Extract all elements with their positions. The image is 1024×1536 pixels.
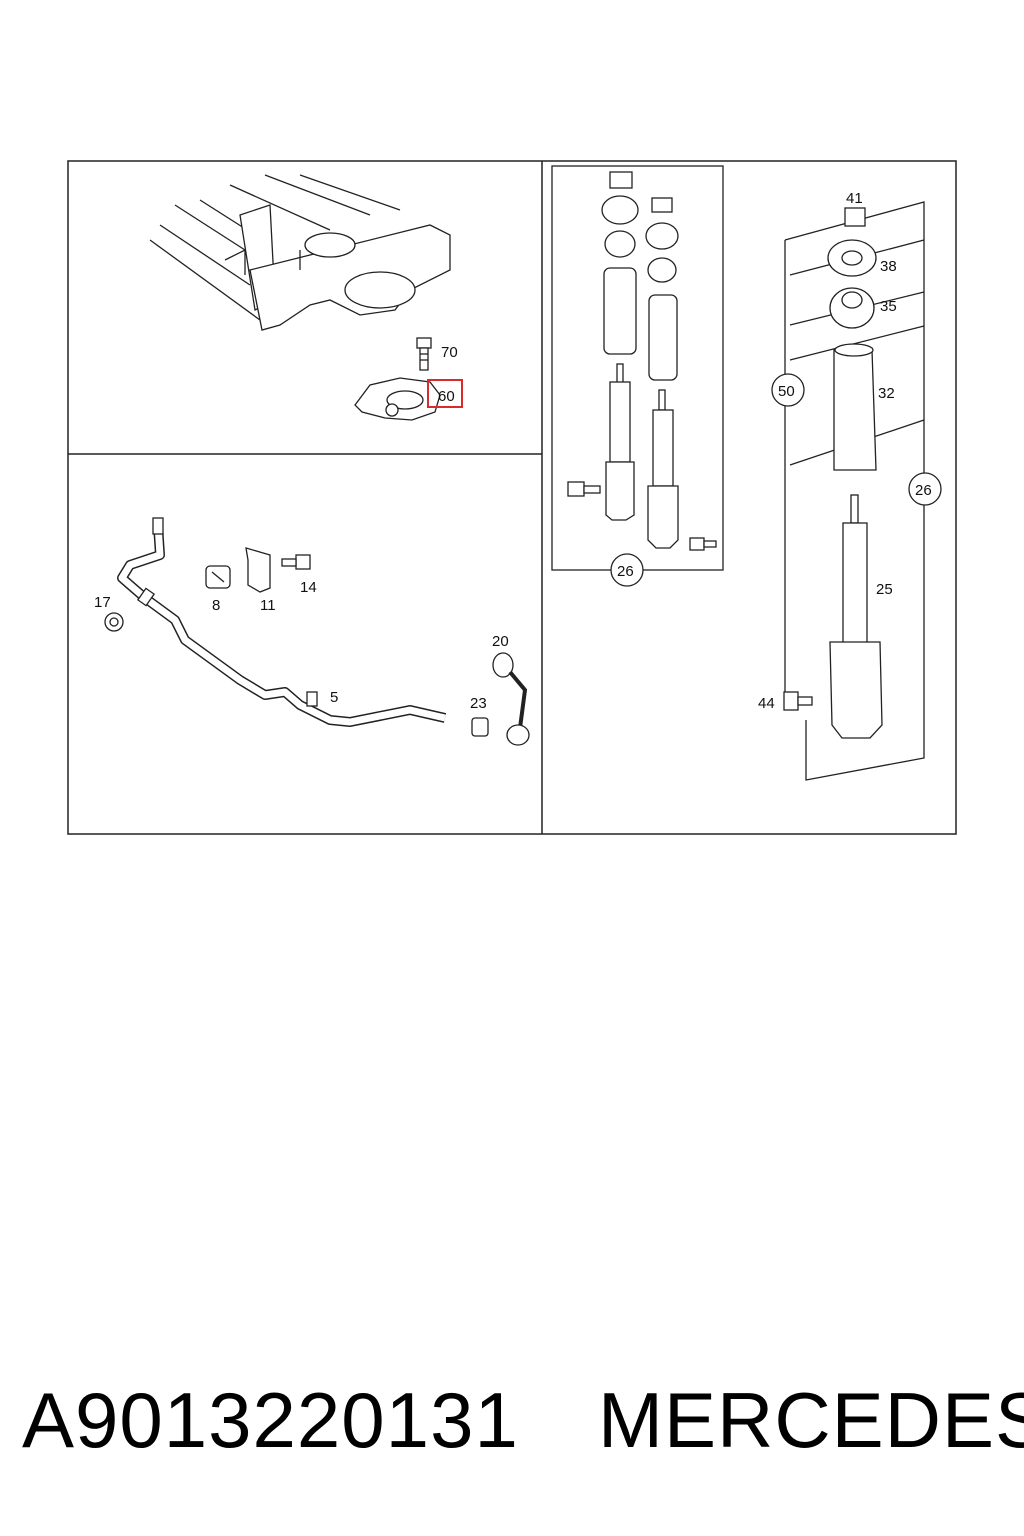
bolt-14-illustration (281, 554, 311, 570)
exploded-strut-illustration (783, 207, 883, 739)
brand-name: MERCEDES (598, 1376, 1024, 1464)
callout-26a-circle (610, 553, 644, 587)
callout-5: 5 (330, 689, 338, 706)
callout-70: 70 (441, 344, 458, 361)
callout-60-highlight[interactable] (427, 379, 463, 408)
strut-kit-box (551, 165, 724, 571)
bushing-23-illustration (471, 717, 489, 737)
callout-20: 20 (492, 633, 509, 650)
callout-38: 38 (880, 258, 897, 275)
chassis-frame-illustration (149, 174, 451, 331)
callout-8: 8 (212, 597, 220, 614)
stabilizer-bar-illustration (117, 517, 447, 727)
callout-50-circle (771, 373, 805, 407)
callout-35: 35 (880, 298, 897, 315)
bushing-8-illustration (205, 565, 231, 589)
bolt-70-illustration (416, 337, 432, 371)
callout-14: 14 (300, 579, 317, 596)
strut-kit-right-illustration (645, 197, 717, 551)
callout-41: 41 (846, 190, 863, 207)
callout-26b: 26 (915, 482, 932, 499)
callout-26a: 26 (617, 563, 634, 580)
callout-23: 23 (470, 695, 487, 712)
callout-11: 11 (260, 597, 276, 614)
callout-26b-circle (908, 472, 942, 506)
footer: A9013220131 MERCEDES (0, 1372, 1024, 1472)
callout-25: 25 (876, 581, 893, 598)
parts-diagram: 70 60 17 8 11 14 5 20 23 (67, 160, 957, 835)
callout-50: 50 (778, 383, 795, 400)
strut-kit-left-illustration (567, 171, 639, 521)
callout-32: 32 (878, 385, 895, 402)
nut-17-illustration (104, 612, 124, 632)
clamp-11-illustration (245, 547, 271, 593)
diagram-frame (67, 160, 957, 835)
part-number: A9013220131 (22, 1376, 519, 1464)
callout-44: 44 (758, 695, 775, 712)
mount-60-illustration (354, 377, 441, 421)
callout-17: 17 (94, 594, 111, 611)
callout-60[interactable]: 60 (438, 388, 455, 405)
link-20-illustration (492, 652, 530, 746)
